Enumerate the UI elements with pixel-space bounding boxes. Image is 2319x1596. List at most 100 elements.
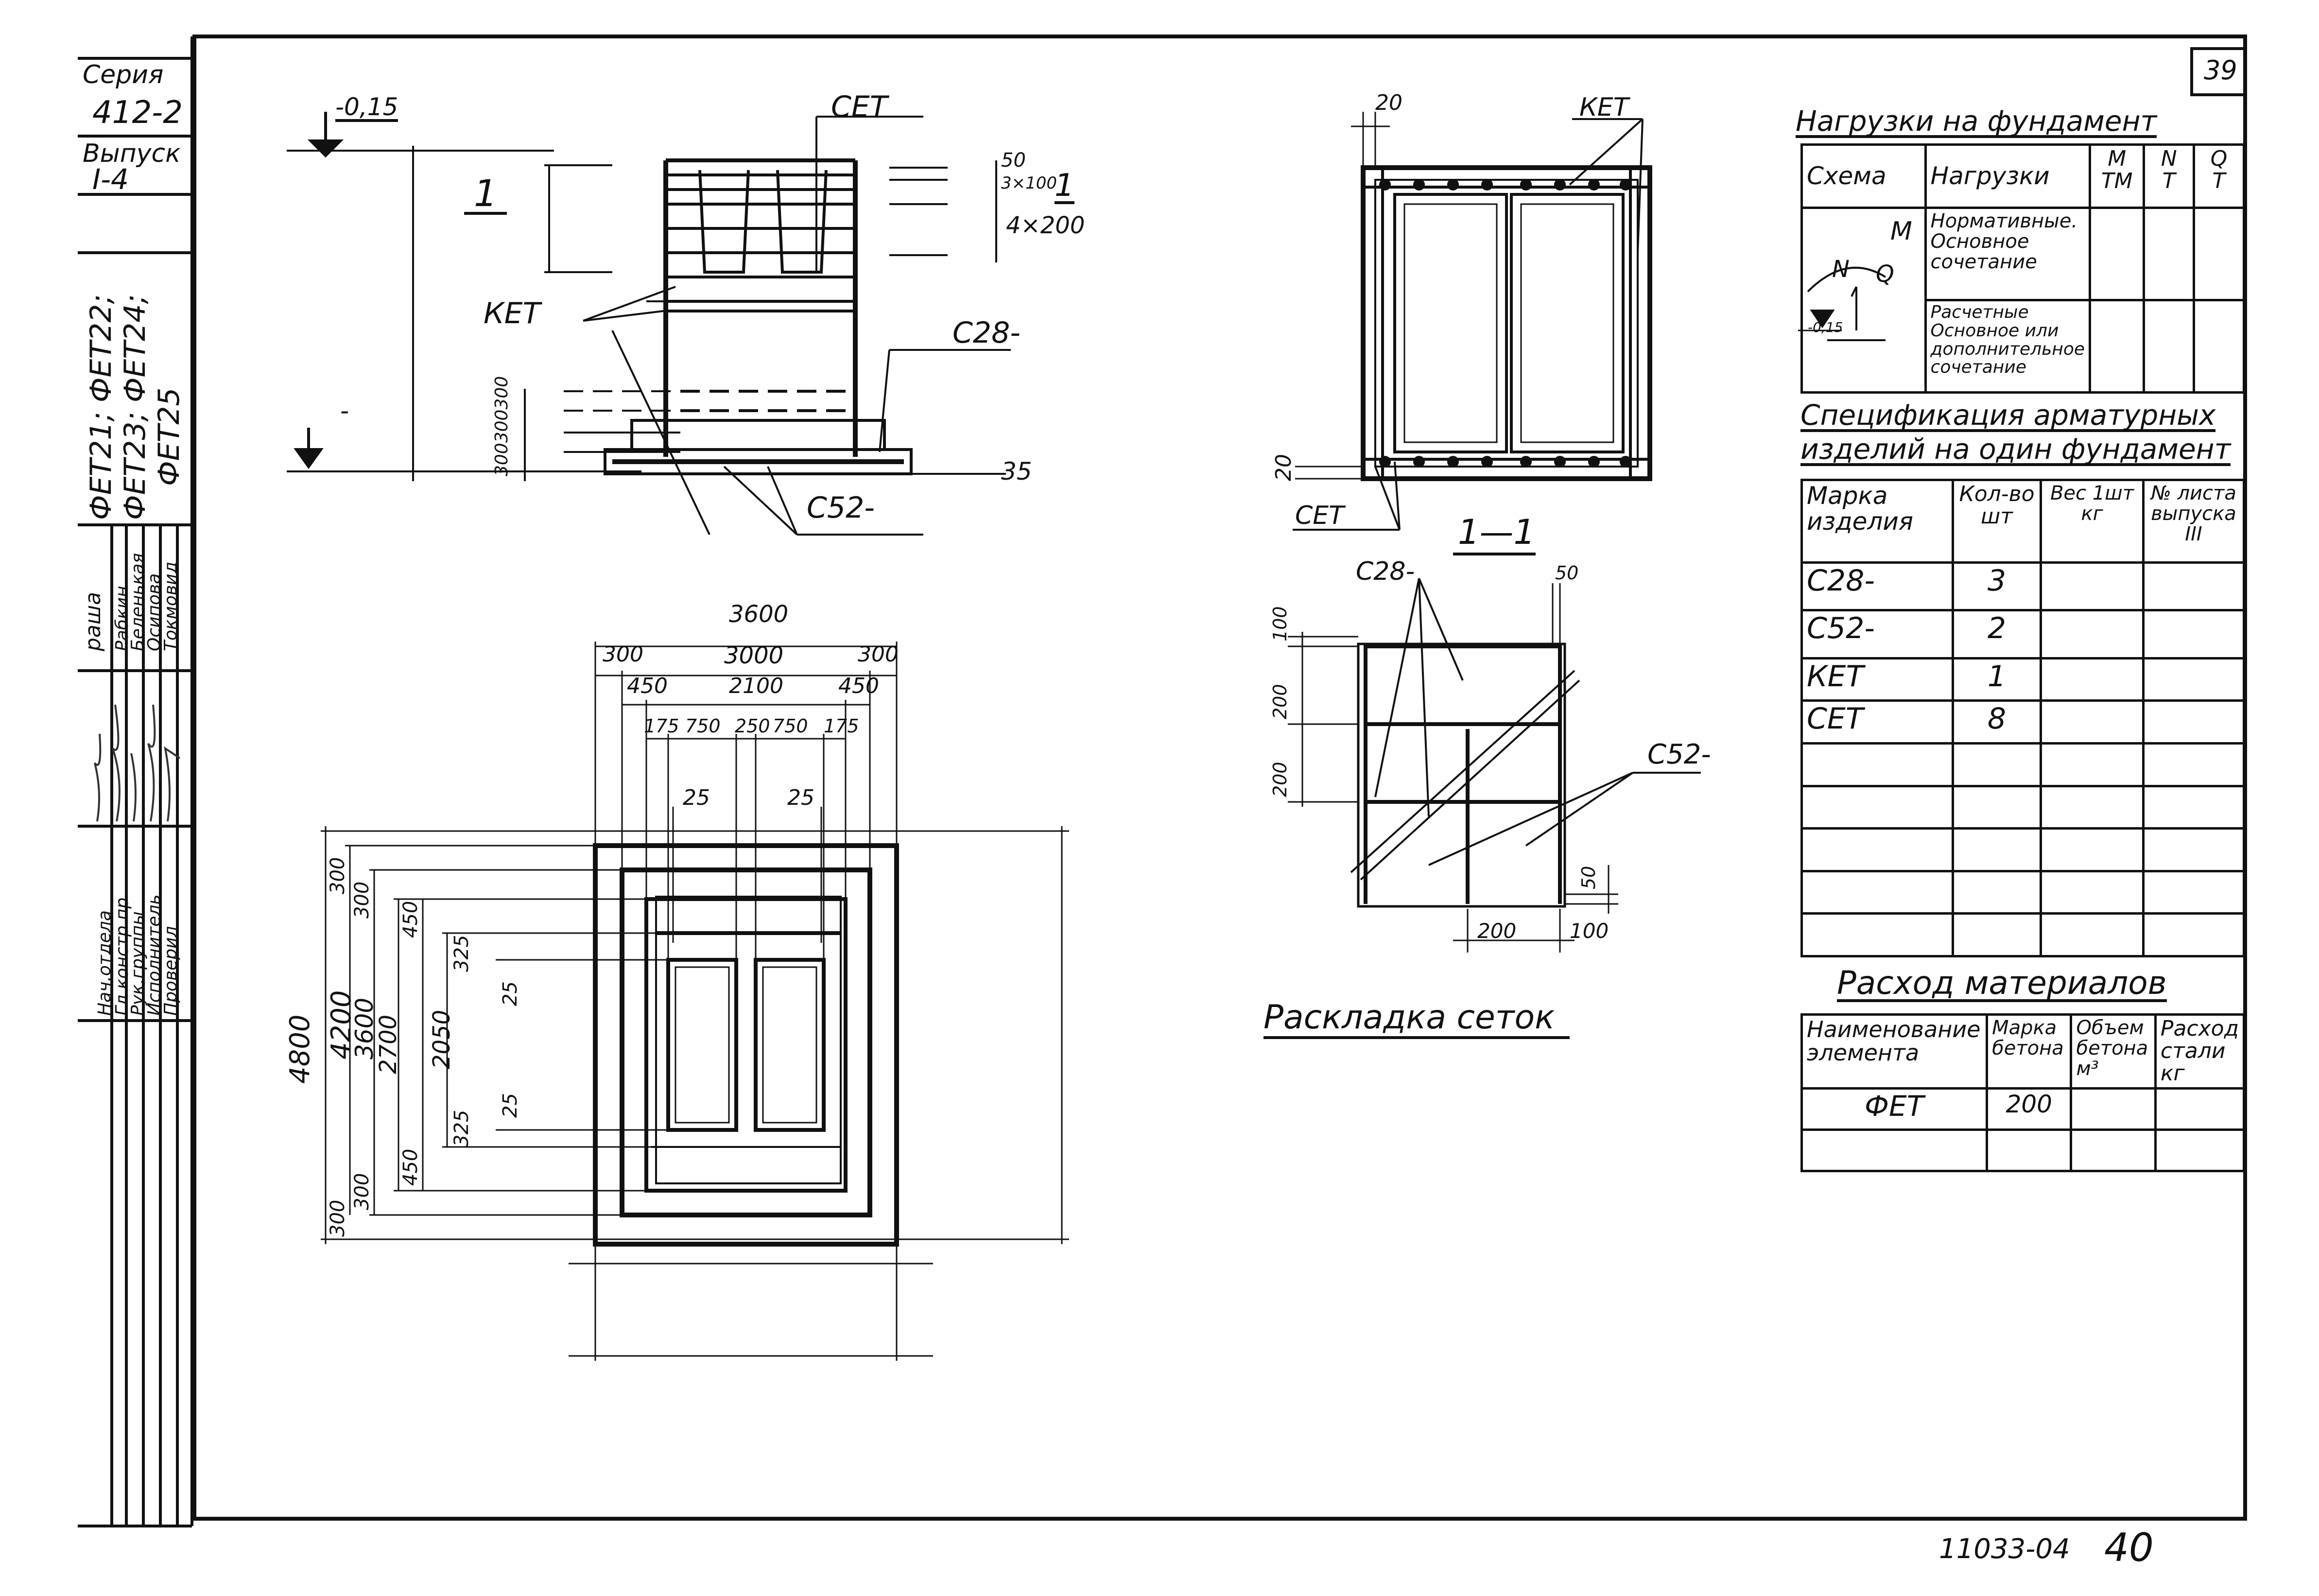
table-row: СЕТ 8 xyxy=(1800,699,2245,745)
mesh-dim-50-top: 50 xyxy=(1555,562,1579,584)
mat-row-grade: 200 xyxy=(2006,1090,2052,1118)
bottom-code: 11033-04 xyxy=(1939,1533,2070,1565)
dim-2100: 2100 xyxy=(729,674,783,698)
dim-175-left: 175 xyxy=(644,715,679,737)
mesh-dim-200-b: 200 xyxy=(1269,762,1291,797)
label-cet-elev: СЕТ xyxy=(831,90,888,124)
mesh-label-c28: С28- xyxy=(1356,557,1415,586)
marks-line-1: ФЕТ21; ФЕТ22; xyxy=(84,294,118,520)
spec-table: Марка изделия Кол-во шт Вес 1шт кг № лис… xyxy=(1800,479,2245,957)
mesh-caption: Раскладка сеток xyxy=(1263,998,1555,1037)
series-value: 412-2 xyxy=(92,95,183,131)
dim-25-a: 25 xyxy=(683,785,710,810)
vdim-325-b: 325 xyxy=(450,1110,473,1147)
spec-qty-2: 2 xyxy=(1987,611,2007,646)
mat-h-volume: Объем бетона м³ xyxy=(2070,1013,2157,1090)
names-header: раша xyxy=(81,591,105,651)
mesh-dim-50-bot: 50 xyxy=(1578,866,1599,889)
top-label-ket: КЕТ xyxy=(1579,93,1629,122)
name-4: Токмовид xyxy=(161,561,181,651)
dim-50: 50 xyxy=(1001,149,1026,172)
dim-300s: 300300300 xyxy=(492,376,512,476)
materials-table: Наименование элемента Марка бетона Объем… xyxy=(1800,1013,2246,1172)
top-dim-20: 20 xyxy=(1375,90,1402,115)
dim-750-right: 750 xyxy=(773,715,808,737)
role-5: Проверил xyxy=(161,926,181,1016)
label-c28-elev: С28- xyxy=(952,316,1021,350)
section-1-1: 1—1 xyxy=(1458,512,1536,552)
label-c52-elev: С52- xyxy=(807,491,875,525)
spec-h-weight: Вес 1шт кг xyxy=(2040,479,2145,564)
level-top: -0,15 xyxy=(335,93,398,122)
loads-row1: Нормативные. Основное сочетание xyxy=(1924,207,2092,301)
dim-300-right: 300 xyxy=(858,642,899,667)
spec-mark-3: КЕТ xyxy=(1807,659,1864,694)
section-mark-left: 1 xyxy=(464,175,507,215)
mesh-label-c52: С52- xyxy=(1647,739,1711,770)
vdim-300-d: 300 xyxy=(327,1199,349,1237)
vdim-2700: 2700 xyxy=(375,1014,402,1074)
top-label-cet: СЕТ xyxy=(1295,501,1344,530)
table-row: ФЕТ 200 xyxy=(1800,1087,2246,1131)
table-row: С52- 2 xyxy=(1800,609,2245,659)
spec-qty-4: 8 xyxy=(1987,702,2007,736)
spec-mark-4: СЕТ xyxy=(1807,702,1864,736)
scheme-m: M xyxy=(1890,217,1912,246)
label-ket-elev: КЕТ xyxy=(484,296,541,330)
mat-row-name: ФЕТ xyxy=(1865,1089,1924,1123)
vdim-2050: 2050 xyxy=(428,1009,455,1069)
materials-title: Расход материалов xyxy=(1837,964,2167,1002)
spec-title-1: Спецификация арматурных xyxy=(1800,399,2216,432)
spec-mark-2: С52- xyxy=(1807,611,1875,646)
dim-300-left: 300 xyxy=(603,642,643,667)
vdim-450-b: 450 xyxy=(399,1148,422,1186)
series-label: Серия xyxy=(83,60,164,89)
vdim-25-a: 25 xyxy=(499,981,521,1006)
mesh-dim-100-bot: 100 xyxy=(1570,919,1609,943)
loads-title: Нагрузки на фундамент xyxy=(1796,104,2157,138)
mat-h-steel: Расход стали кг xyxy=(2154,1013,2246,1090)
table-row: С28- 3 xyxy=(1800,561,2245,612)
dim-35: 35 xyxy=(1001,457,1032,486)
scheme-n: N xyxy=(1832,256,1850,283)
dim-3600: 3600 xyxy=(729,601,789,628)
loads-h-scheme: Схема xyxy=(1800,143,1927,209)
sheet-number: 39 xyxy=(2204,55,2237,86)
dim-3000: 3000 xyxy=(724,642,784,669)
top-dim-20-side: 20 xyxy=(1271,454,1296,481)
mesh-dim-200-a: 200 xyxy=(1269,684,1291,719)
vdim-4800: 4800 xyxy=(284,1014,316,1084)
loads-scheme-cell: M N Q -0,15 xyxy=(1800,207,1927,394)
mesh-dim-100-top: 100 xyxy=(1269,606,1291,642)
level-minus: - xyxy=(340,397,349,425)
vdim-300-c: 300 xyxy=(351,1173,373,1210)
spec-h-sheet: № листа выпуска III xyxy=(2142,479,2245,564)
marks-line-2: ФЕТ23; ФЕТ24; xyxy=(118,294,152,520)
vdim-300-b: 300 xyxy=(351,881,373,919)
loads-row2: Расчетные Основное или дополнительное со… xyxy=(1924,299,2092,394)
mat-h-name: Наименование элемента xyxy=(1800,1013,1989,1090)
vdim-300-a: 300 xyxy=(327,857,349,894)
section-mark-right: 1 xyxy=(1055,168,1074,204)
scheme-q: Q xyxy=(1876,260,1894,288)
dim-750-left: 750 xyxy=(685,715,721,737)
spec-h-qty: Кол-во шт xyxy=(1952,479,2042,564)
role-1: Нач.отдела xyxy=(95,910,115,1016)
dim-25-b: 25 xyxy=(787,785,814,810)
marks-line-3: ФЕТ25 xyxy=(152,387,186,486)
bottom-page: 40 xyxy=(2104,1525,2154,1570)
spec-mark-1: С28- xyxy=(1807,563,1875,598)
vdim-325-a: 325 xyxy=(450,935,473,972)
dim-4x200: 4×200 xyxy=(1006,212,1085,239)
dim-450-left: 450 xyxy=(627,674,668,698)
issue-value: I-4 xyxy=(92,163,129,196)
spec-qty-1: 3 xyxy=(1987,563,2007,598)
vdim-450-a: 450 xyxy=(399,901,422,938)
vdim-25-b: 25 xyxy=(499,1093,521,1118)
dim-3x100: 3×100 xyxy=(1001,173,1057,193)
